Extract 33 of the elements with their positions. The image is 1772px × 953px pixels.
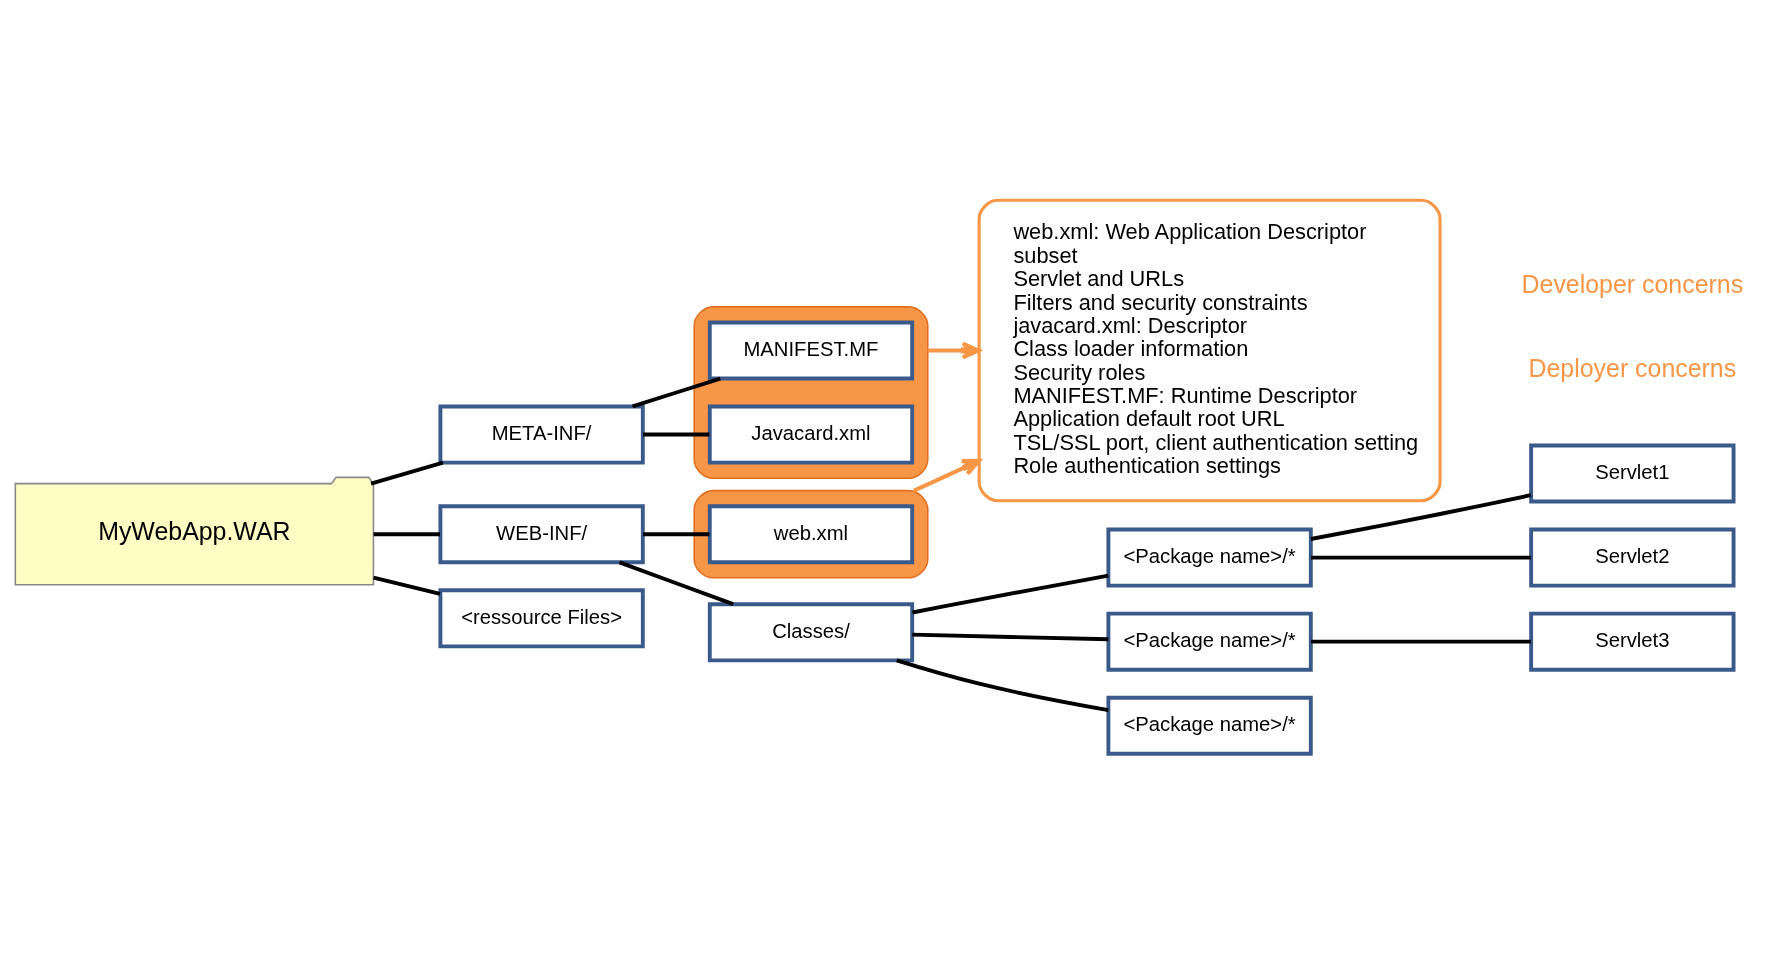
- label: Deployer concerns: [1528, 353, 1736, 382]
- node-box: <ressource Files>: [437, 587, 645, 648]
- connector: [618, 560, 734, 606]
- connector: [895, 658, 1109, 712]
- node-box: <Package name>/*: [1105, 695, 1313, 756]
- connector: [1310, 639, 1531, 644]
- cluster: [692, 489, 929, 579]
- arrow: [912, 458, 981, 492]
- connector: [911, 573, 1109, 614]
- node-box: Servlet1: [1528, 443, 1735, 503]
- node-box: Classes/: [707, 601, 914, 662]
- label: Developer concerns: [1521, 269, 1743, 298]
- node-box: web.xml: Web Application Descriptor subset Servlet and URLs Filters and security constraints javacard.xml: Descriptor Class loader information Security roles MANIFEST.MF: Runtime Descriptor Application default root URL TSL/SSL port, client authentication setting Role authentication settings: [977, 198, 1442, 502]
- node-box: <Package name>/*: [1105, 527, 1313, 588]
- connector: [369, 460, 443, 485]
- connector: [911, 632, 1108, 641]
- connector: [373, 531, 440, 536]
- connector: [1310, 555, 1531, 560]
- arrow: [927, 341, 980, 359]
- node-box: web.xml: [707, 503, 914, 564]
- node-box: Servlet3: [1528, 611, 1735, 672]
- connector: [372, 575, 440, 596]
- cluster: [692, 305, 929, 479]
- node-box: Javacard.xml: [707, 404, 914, 465]
- node-box: WEB-INF/: [437, 503, 645, 564]
- connector: [642, 432, 709, 436]
- connector: [631, 376, 721, 408]
- node-box: Servlet2: [1528, 527, 1735, 588]
- node-box: MANIFEST.MF: [707, 320, 914, 380]
- node-box: <Package name>/*: [1105, 611, 1313, 672]
- connector: [642, 531, 709, 536]
- connector: [1310, 492, 1531, 541]
- node-box: META-INF/: [437, 404, 645, 465]
